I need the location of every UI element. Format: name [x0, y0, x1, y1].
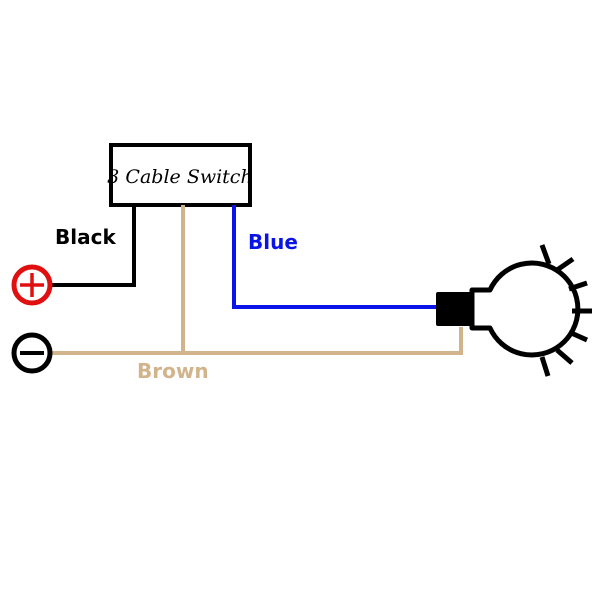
blue-label: Blue [248, 230, 298, 254]
negative-terminal-icon [11, 332, 53, 374]
blue-wire [232, 205, 440, 309]
black-wire [52, 205, 136, 287]
switch-box [109, 143, 252, 207]
positive-terminal-icon [11, 264, 53, 306]
black-label: Black [55, 225, 116, 249]
switch-label: 3 Cable Switch [107, 166, 252, 188]
brown-wire [52, 327, 463, 355]
light-bulb-icon [436, 244, 592, 377]
brown-label: Brown [137, 359, 209, 383]
